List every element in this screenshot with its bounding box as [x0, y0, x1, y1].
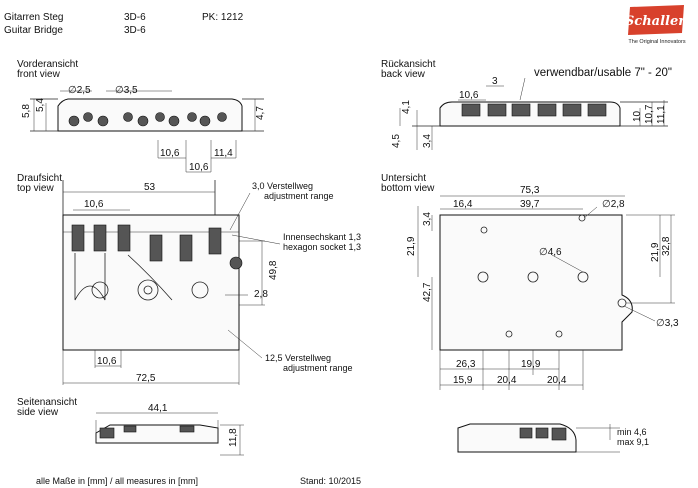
top-view-title-de: Draufsicht: [17, 173, 63, 184]
top-view-title-en: top view: [17, 183, 54, 194]
footer-stand: Stand: 10/2015: [300, 476, 362, 486]
bottom-dim-h328: 32,8: [661, 236, 672, 256]
back-dim-h34: 3,4: [422, 134, 433, 148]
back-view-drawing: [399, 77, 668, 150]
bottom-view-title-en: bottom view: [381, 183, 435, 194]
top-dim-498: 49,8: [268, 260, 279, 280]
side-dim-min: min 4,6: [617, 427, 647, 437]
top-dim-28: 2,8: [254, 289, 268, 300]
top-dim-53: 53: [144, 182, 156, 193]
bottom-dim-753: 75,3: [520, 185, 540, 196]
top-dim-106: 10,6: [84, 199, 104, 210]
side-view-drawing: [95, 412, 244, 456]
front-dim-w106a: 10,6: [160, 148, 180, 159]
back-dim-3: 3: [492, 76, 498, 87]
bottom-dim-h219: 21,9: [406, 236, 417, 256]
bottom-dim-h219b: 21,9: [650, 242, 661, 262]
title-en: Guitar Bridge: [4, 25, 63, 36]
top-adj1-de: 3,0 Verstellweg: [252, 181, 313, 191]
bottom-dim-d46: ∅4,6: [539, 247, 562, 258]
back-dim-h10: 10: [632, 110, 643, 122]
back-dim-h107: 10,7: [644, 104, 655, 124]
front-dim-h47: 4,7: [255, 106, 266, 120]
front-dim-w114: 11,4: [214, 148, 233, 159]
bottom-dim-204a: 20,4: [497, 375, 517, 386]
top-view-drawing: [62, 180, 281, 385]
top-hex-de: Innensechskant 1,3: [283, 232, 361, 242]
bottom-view-title-de: Untersicht: [381, 173, 427, 184]
slogan-text: The Original Innovators: [628, 39, 685, 45]
back-dim-h45: 4,5: [391, 134, 402, 148]
pk-number: PK: 1212: [202, 12, 244, 23]
back-view-title-de: Rückansicht: [381, 59, 436, 70]
bottom-dim-204b: 20,4: [547, 375, 567, 386]
back-dim-h41: 4,1: [401, 100, 412, 114]
front-view-drawing: [30, 90, 264, 173]
side-view-title-de: Seitenansicht: [17, 397, 78, 408]
front-dim-h58: 5,8: [21, 104, 32, 118]
side-dim-441: 44,1: [148, 403, 168, 414]
model-label-1: 3D-6: [124, 12, 146, 23]
top-hex-en: hexagon socket 1,3: [283, 242, 361, 252]
side-dim-h118: 11,8: [228, 428, 239, 447]
bottom-dim-397: 39,7: [520, 199, 540, 210]
bottom-dim-199: 19,9: [521, 359, 541, 370]
back-usable-range: verwendbar/usable 7" - 20": [534, 67, 672, 79]
top-dim-106b: 10,6: [97, 356, 117, 367]
front-view-title-en: front view: [17, 69, 60, 80]
bottom-dim-h34: 3,4: [422, 212, 433, 226]
bottom-dim-d28: ∅2,8: [602, 199, 625, 210]
top-adj2-en: adjustment range: [283, 363, 353, 373]
bottom-dim-d33: ∅3,3: [656, 318, 679, 329]
front-view-title-de: Vorderansicht: [17, 59, 79, 70]
bottom-dim-159: 15,9: [453, 375, 473, 386]
footer-measures: alle Maße in [mm] / all measures in [mm]: [36, 476, 199, 486]
bottom-dim-h427: 42,7: [422, 282, 433, 302]
bottom-dim-263: 26,3: [456, 359, 476, 370]
side-dim-max: max 9,1: [617, 437, 649, 447]
front-dim-d35: ∅3,5: [115, 85, 138, 96]
back-dim-h111: 11,1: [656, 105, 667, 124]
front-dim-d25: ∅2,5: [68, 85, 91, 96]
schaller-logo: Schaller The Original Innovators: [624, 3, 690, 45]
side-view-title-en: side view: [17, 407, 59, 418]
bottom-dim-164: 16,4: [453, 199, 473, 210]
bottom-view-drawing: [417, 195, 675, 390]
title-de: Gitarren Steg: [4, 12, 64, 23]
front-dim-h54: 5,4: [35, 98, 46, 112]
brand-text: Schaller: [625, 14, 686, 29]
top-dim-725: 72,5: [136, 373, 156, 384]
side-view-right-drawing: [457, 423, 620, 453]
top-adj2-de: 12,5 Verstellweg: [265, 353, 331, 363]
model-label-2: 3D-6: [124, 25, 146, 36]
back-dim-106: 10,6: [459, 90, 479, 101]
front-dim-w106b: 10,6: [189, 162, 209, 173]
back-view-title-en: back view: [381, 69, 425, 80]
top-adj1-en: adjustment range: [264, 191, 334, 201]
